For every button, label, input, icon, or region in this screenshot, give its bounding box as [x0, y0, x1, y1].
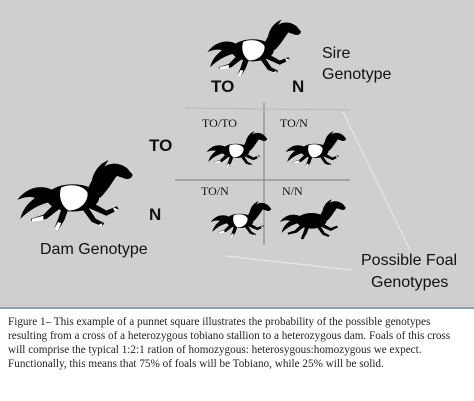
- dam-horse-icon: [17, 160, 132, 230]
- foal-horse-icon-to-n-1: [286, 131, 347, 168]
- callout-line-upper: [342, 111, 411, 251]
- foal-horse-icon-to-n-2: [211, 201, 272, 238]
- dam-label: Dam Genotype: [40, 241, 148, 258]
- sire-horse-icon: [208, 20, 301, 77]
- sire-label-line2: Genotype: [322, 66, 392, 83]
- sire-label-line1: Sire: [322, 45, 351, 62]
- dam-allele-1: TO: [149, 136, 173, 155]
- foal-horse-icon-n-n: [279, 199, 346, 240]
- caption-divider: [0, 307, 474, 309]
- figure-caption: Figure 1– This example of a punnet squar…: [8, 316, 451, 370]
- diagram-graphics: [0, 0, 411, 271]
- cell-genotype-2: TO/N: [280, 116, 308, 130]
- sire-allele-1: TO: [211, 77, 235, 96]
- callout-line-lower: [225, 255, 353, 271]
- dam-allele-2: N: [149, 205, 162, 224]
- foal-label-line1: Possible Foal: [361, 252, 458, 269]
- foal-label-line2: Genotypes: [371, 274, 449, 291]
- foal-horse-icon-to-to: [207, 131, 268, 168]
- grid-line-top: [184, 107, 351, 111]
- cell-genotype-3: TO/N: [201, 184, 229, 198]
- cell-genotype-1: TO/TO: [202, 116, 237, 130]
- cell-genotype-4: N/N: [282, 184, 303, 198]
- sire-allele-2: N: [292, 77, 305, 96]
